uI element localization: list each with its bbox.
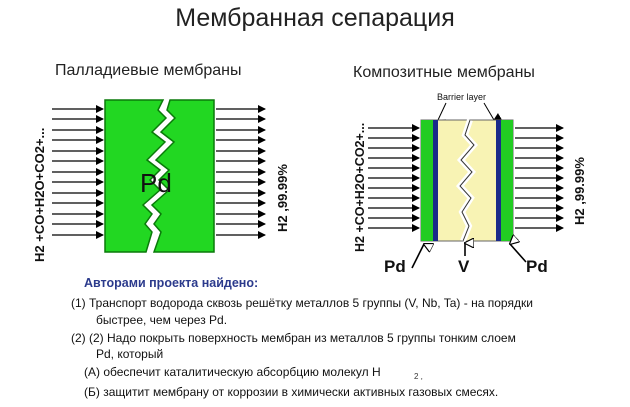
point-b: (Б) защитит мембрану от коррозии в химич… [84, 385, 499, 399]
barrier-layer-right [496, 120, 501, 241]
page-title: Мембранная сепарация [175, 4, 455, 32]
composite-feed-arrows [368, 124, 420, 232]
pd-product-label: H2 ,99.99% [275, 164, 290, 232]
pd-layer-left [421, 120, 433, 241]
authors-found-heading: Авторами проекта найдено: [84, 276, 259, 290]
composite-membranes-heading: Композитные мембраны [353, 64, 535, 81]
barrier-layer-label: Barrier layer [437, 92, 486, 102]
pd-feed-arrows [52, 105, 104, 239]
composite-membrane [420, 119, 514, 243]
composite-product-arrows [515, 124, 564, 232]
barrier-pointer-left [437, 102, 447, 127]
pd-membrane [104, 99, 215, 253]
composite-product-label: H2 ,99.99% [572, 157, 587, 225]
pd-right-label: Pd [526, 257, 548, 276]
pd-right-pointer [510, 244, 527, 263]
palladium-membranes-heading: Палладиевые мембраны [55, 62, 242, 79]
finding-2-line-2: Pd, который [96, 347, 164, 361]
finding-2-line-1: (2) (2) Надо покрыть поверхность мембран… [71, 331, 516, 345]
finding-1-line-2: быстрее, чем через Pd. [96, 313, 228, 327]
point-a-subscript: 2 , [414, 372, 423, 381]
barrier-pointer-right [483, 102, 503, 121]
pd-left-pointer [411, 244, 424, 269]
point-a: (А) обеспечит каталитическую абсорбцию м… [84, 365, 381, 379]
finding-1-line-1: (1) Транспорт водорода сквозь решётку ме… [71, 296, 533, 310]
composite-feed-label: H2 +CO+H2O+CO2+... [353, 123, 367, 252]
pd-layer-right [501, 120, 513, 241]
pd-membrane-label: Pd [140, 168, 172, 198]
pd-feed-label: H2 +CO+H2O+CO2+... [32, 128, 47, 262]
pd-left-label: Pd [384, 257, 406, 276]
barrier-layer-left [433, 120, 438, 241]
v-label: V [458, 257, 470, 276]
pd-product-arrows [216, 105, 266, 239]
